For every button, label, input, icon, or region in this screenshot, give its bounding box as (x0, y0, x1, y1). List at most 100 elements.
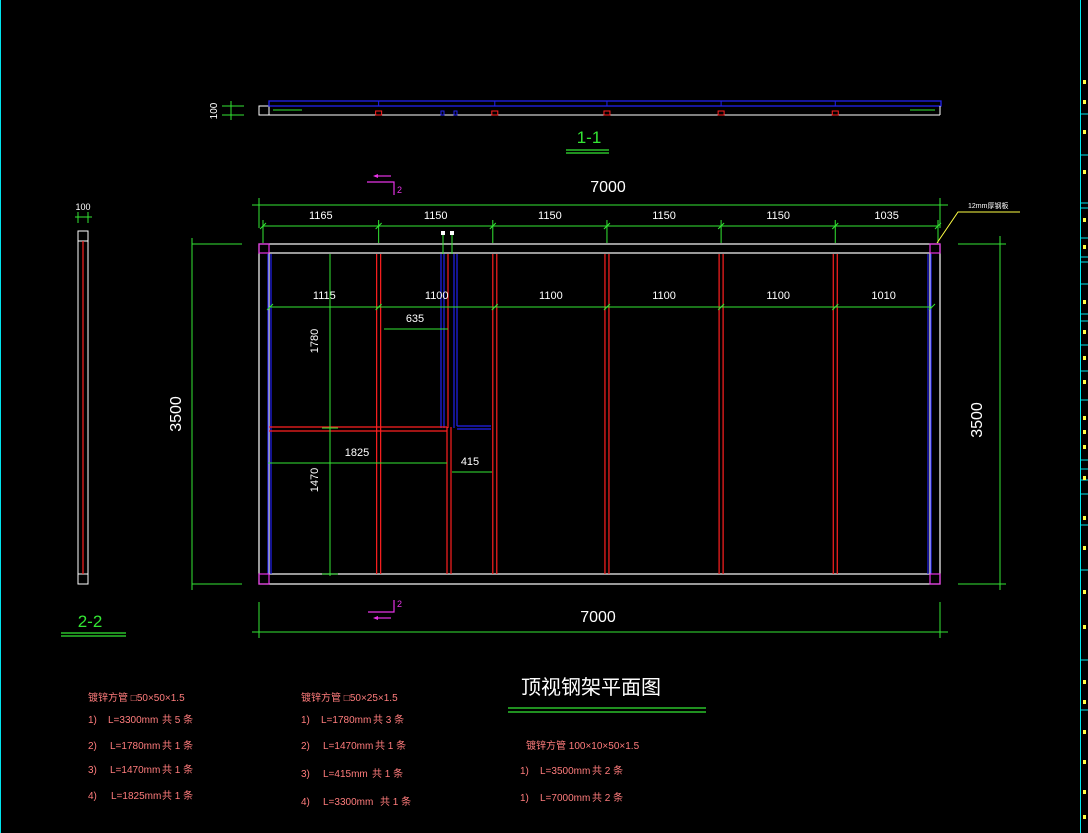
dim-1825: 1825 (345, 447, 369, 459)
dim-segment-labels: 1165 1150 1150 1150 1150 1035 (309, 210, 899, 222)
plan-view: 7000 1165 1150 1150 1150 1150 1035 1115 … (168, 174, 1020, 713)
section-1-1-opening-mark (440, 110, 445, 116)
corner-plate-top-left (258, 243, 270, 254)
title-block-text-glyph (1083, 700, 1086, 704)
dim-overall-width-top: 7000 (590, 179, 626, 196)
material-item-length: L=1470mm (323, 741, 373, 752)
title-block-text-glyph (1083, 218, 1086, 222)
material-item-qty: 共 3 条 (373, 713, 404, 726)
dim-top-segment-4: 1150 (652, 210, 676, 222)
section-1-1-top-tube (268, 100, 942, 107)
material-list-3: 镀锌方管 100×10×50×1.5 1) L=3500mm 共 2 条 1) … (520, 739, 640, 804)
dim-415: 415 (461, 456, 479, 468)
title-block-text-glyph (1083, 80, 1086, 84)
section-1-1-post-mark (603, 110, 611, 116)
material-item-length: L=1780mm (110, 741, 160, 752)
material-item-qty: 共 1 条 (162, 739, 193, 752)
title-block-text-glyph (1083, 546, 1086, 550)
corner-note-leader (936, 211, 1020, 244)
title-block-text-glyph (1083, 130, 1086, 134)
dim-inner-segment-5: 1100 (766, 290, 790, 302)
material-list-1-spec: 镀锌方管 □50×50×1.5 (88, 691, 185, 704)
material-list-1: 镀锌方管 □50×50×1.5 1) L=3300mm 共 5 条 2) L=1… (88, 691, 193, 802)
dimension-tick-mark-icon (375, 222, 382, 230)
dimension-tick-mark-icon (831, 222, 839, 230)
material-item-length: L=7000mm (540, 793, 590, 804)
dim-overall-width-bottom: 7000 (580, 609, 616, 626)
corner-plate-bottom-right (929, 573, 941, 585)
plan-outer-frame (258, 243, 941, 585)
dim-1470: 1470 (309, 468, 321, 492)
title-block-text-glyph (1083, 516, 1086, 520)
corner-plate-bottom-left (258, 573, 270, 585)
title-block-text-glyph (1083, 445, 1086, 449)
title-block-text-glyph (1083, 300, 1086, 304)
dim-top-segment-3: 1150 (538, 210, 562, 222)
section-2-2-label: 2-2 (78, 612, 103, 631)
material-item-length: L=1470mm (110, 765, 160, 776)
dim-100-section-2-2: 100 (75, 202, 90, 212)
dim-top-segment-5: 1150 (766, 210, 790, 222)
material-list-3-spec: 镀锌方管 100×10×50×1.5 (526, 739, 640, 752)
title-block-text-glyph (1083, 416, 1086, 420)
section-arrow-icon-top (373, 174, 378, 178)
dim-635: 635 (406, 313, 424, 325)
section-1-1-post-mark (831, 110, 839, 116)
title-block-text-glyph (1083, 815, 1086, 819)
material-item-qty: 共 5 条 (162, 713, 193, 726)
material-item-length: L=1825mm (111, 791, 161, 802)
dimension-tick-mark-icon (603, 222, 611, 230)
section-1-1-view: 100 1-1 (209, 100, 942, 154)
drawing-title: 顶视钢架平面图 (521, 675, 661, 699)
material-item-no: 3) (301, 769, 310, 780)
material-item-length: L=3300mm (323, 797, 373, 808)
section-2-2-outline (77, 230, 89, 585)
dim-overall-height-right: 3500 (969, 402, 986, 438)
material-item-no: 2) (301, 741, 310, 752)
section-1-1-post-mark (717, 110, 725, 116)
dim-1780: 1780 (309, 329, 321, 353)
dim-top-segment-1: 1165 (309, 210, 333, 222)
material-item-qty: 共 2 条 (592, 764, 623, 777)
section-1-1-opening-mark (453, 110, 458, 116)
title-block-text-glyph (1083, 170, 1086, 174)
title-block-text-glyph (1083, 590, 1086, 594)
opening-marker-icon-a (441, 231, 445, 235)
material-item-no: 1) (301, 715, 310, 726)
material-item-length: L=415mm (323, 769, 368, 780)
material-item-no: 1) (520, 766, 529, 777)
corner-plate-top-right (929, 243, 941, 254)
section-marker-number-bottom: 2 (397, 599, 402, 609)
title-block-text-glyph (1083, 680, 1086, 684)
section-cut-marker-bottom: 2 (368, 599, 402, 620)
title-block-text-glyph (1083, 380, 1086, 384)
section-cut-line-bottom (368, 600, 395, 613)
dim-top-segment-6: 1035 (874, 210, 898, 222)
dim-segment-ticks (259, 220, 942, 243)
title-block-text-glyph (1083, 476, 1086, 480)
section-cut-line-top (367, 181, 395, 195)
material-item-no: 4) (301, 797, 310, 808)
dim-overall-height-left: 3500 (168, 396, 185, 432)
material-item-no: 3) (88, 765, 97, 776)
material-item-length: L=3300mm (108, 715, 158, 726)
dim-inner-segment-4: 1100 (652, 290, 676, 302)
drawing-frame-left-border (0, 0, 1, 833)
title-block-text-glyph (1083, 625, 1086, 629)
material-item-qty: 共 1 条 (162, 763, 193, 776)
plan-inner-frame (268, 252, 931, 575)
title-block-text-glyph (1083, 730, 1086, 734)
dimension-tick-mark-icon (259, 222, 267, 230)
title-block-text-glyph (1083, 245, 1086, 249)
section-marker-number-top: 2 (397, 185, 402, 195)
material-item-no: 1) (520, 793, 529, 804)
dim-inner-segment-6: 1010 (871, 290, 895, 302)
material-item-qty: 共 1 条 (380, 795, 411, 808)
material-item-length: L=3500mm (540, 766, 590, 777)
material-list-2: 镀锌方管 □50×25×1.5 1) L=1780mm 共 3 条 2) L=1… (301, 691, 411, 808)
material-item-qty: 共 1 条 (375, 739, 406, 752)
material-item-qty: 共 1 条 (162, 789, 193, 802)
opening-marker-icon-b (450, 231, 454, 235)
section-1-1-end-left (258, 105, 270, 116)
